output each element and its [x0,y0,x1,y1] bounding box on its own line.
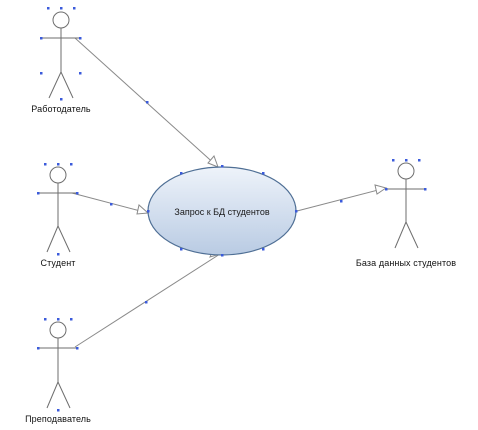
actor-label-employer: Работодатель [31,104,91,114]
arrowhead-student [136,204,150,215]
actor-employer[interactable] [41,11,80,99]
actor-student[interactable] [39,166,77,253]
actor-head [397,162,415,180]
actor-label-teacher: Преподаватель [25,414,91,424]
actor-head [49,321,67,339]
actor-label-student: Студент [40,258,76,268]
actor-head [49,166,67,184]
association-teacher[interactable] [74,253,221,348]
arrowhead-db [374,184,388,195]
actor-teacher[interactable] [39,321,77,409]
actor-head [52,11,70,29]
actor-label-db: База данных студентов [355,258,457,268]
association-db[interactable] [296,187,387,212]
use-case-label: Запрос к БД студентов [174,207,270,217]
actor-db[interactable] [387,162,425,249]
selection-handles [37,7,427,412]
arrowhead-employer [207,155,219,168]
